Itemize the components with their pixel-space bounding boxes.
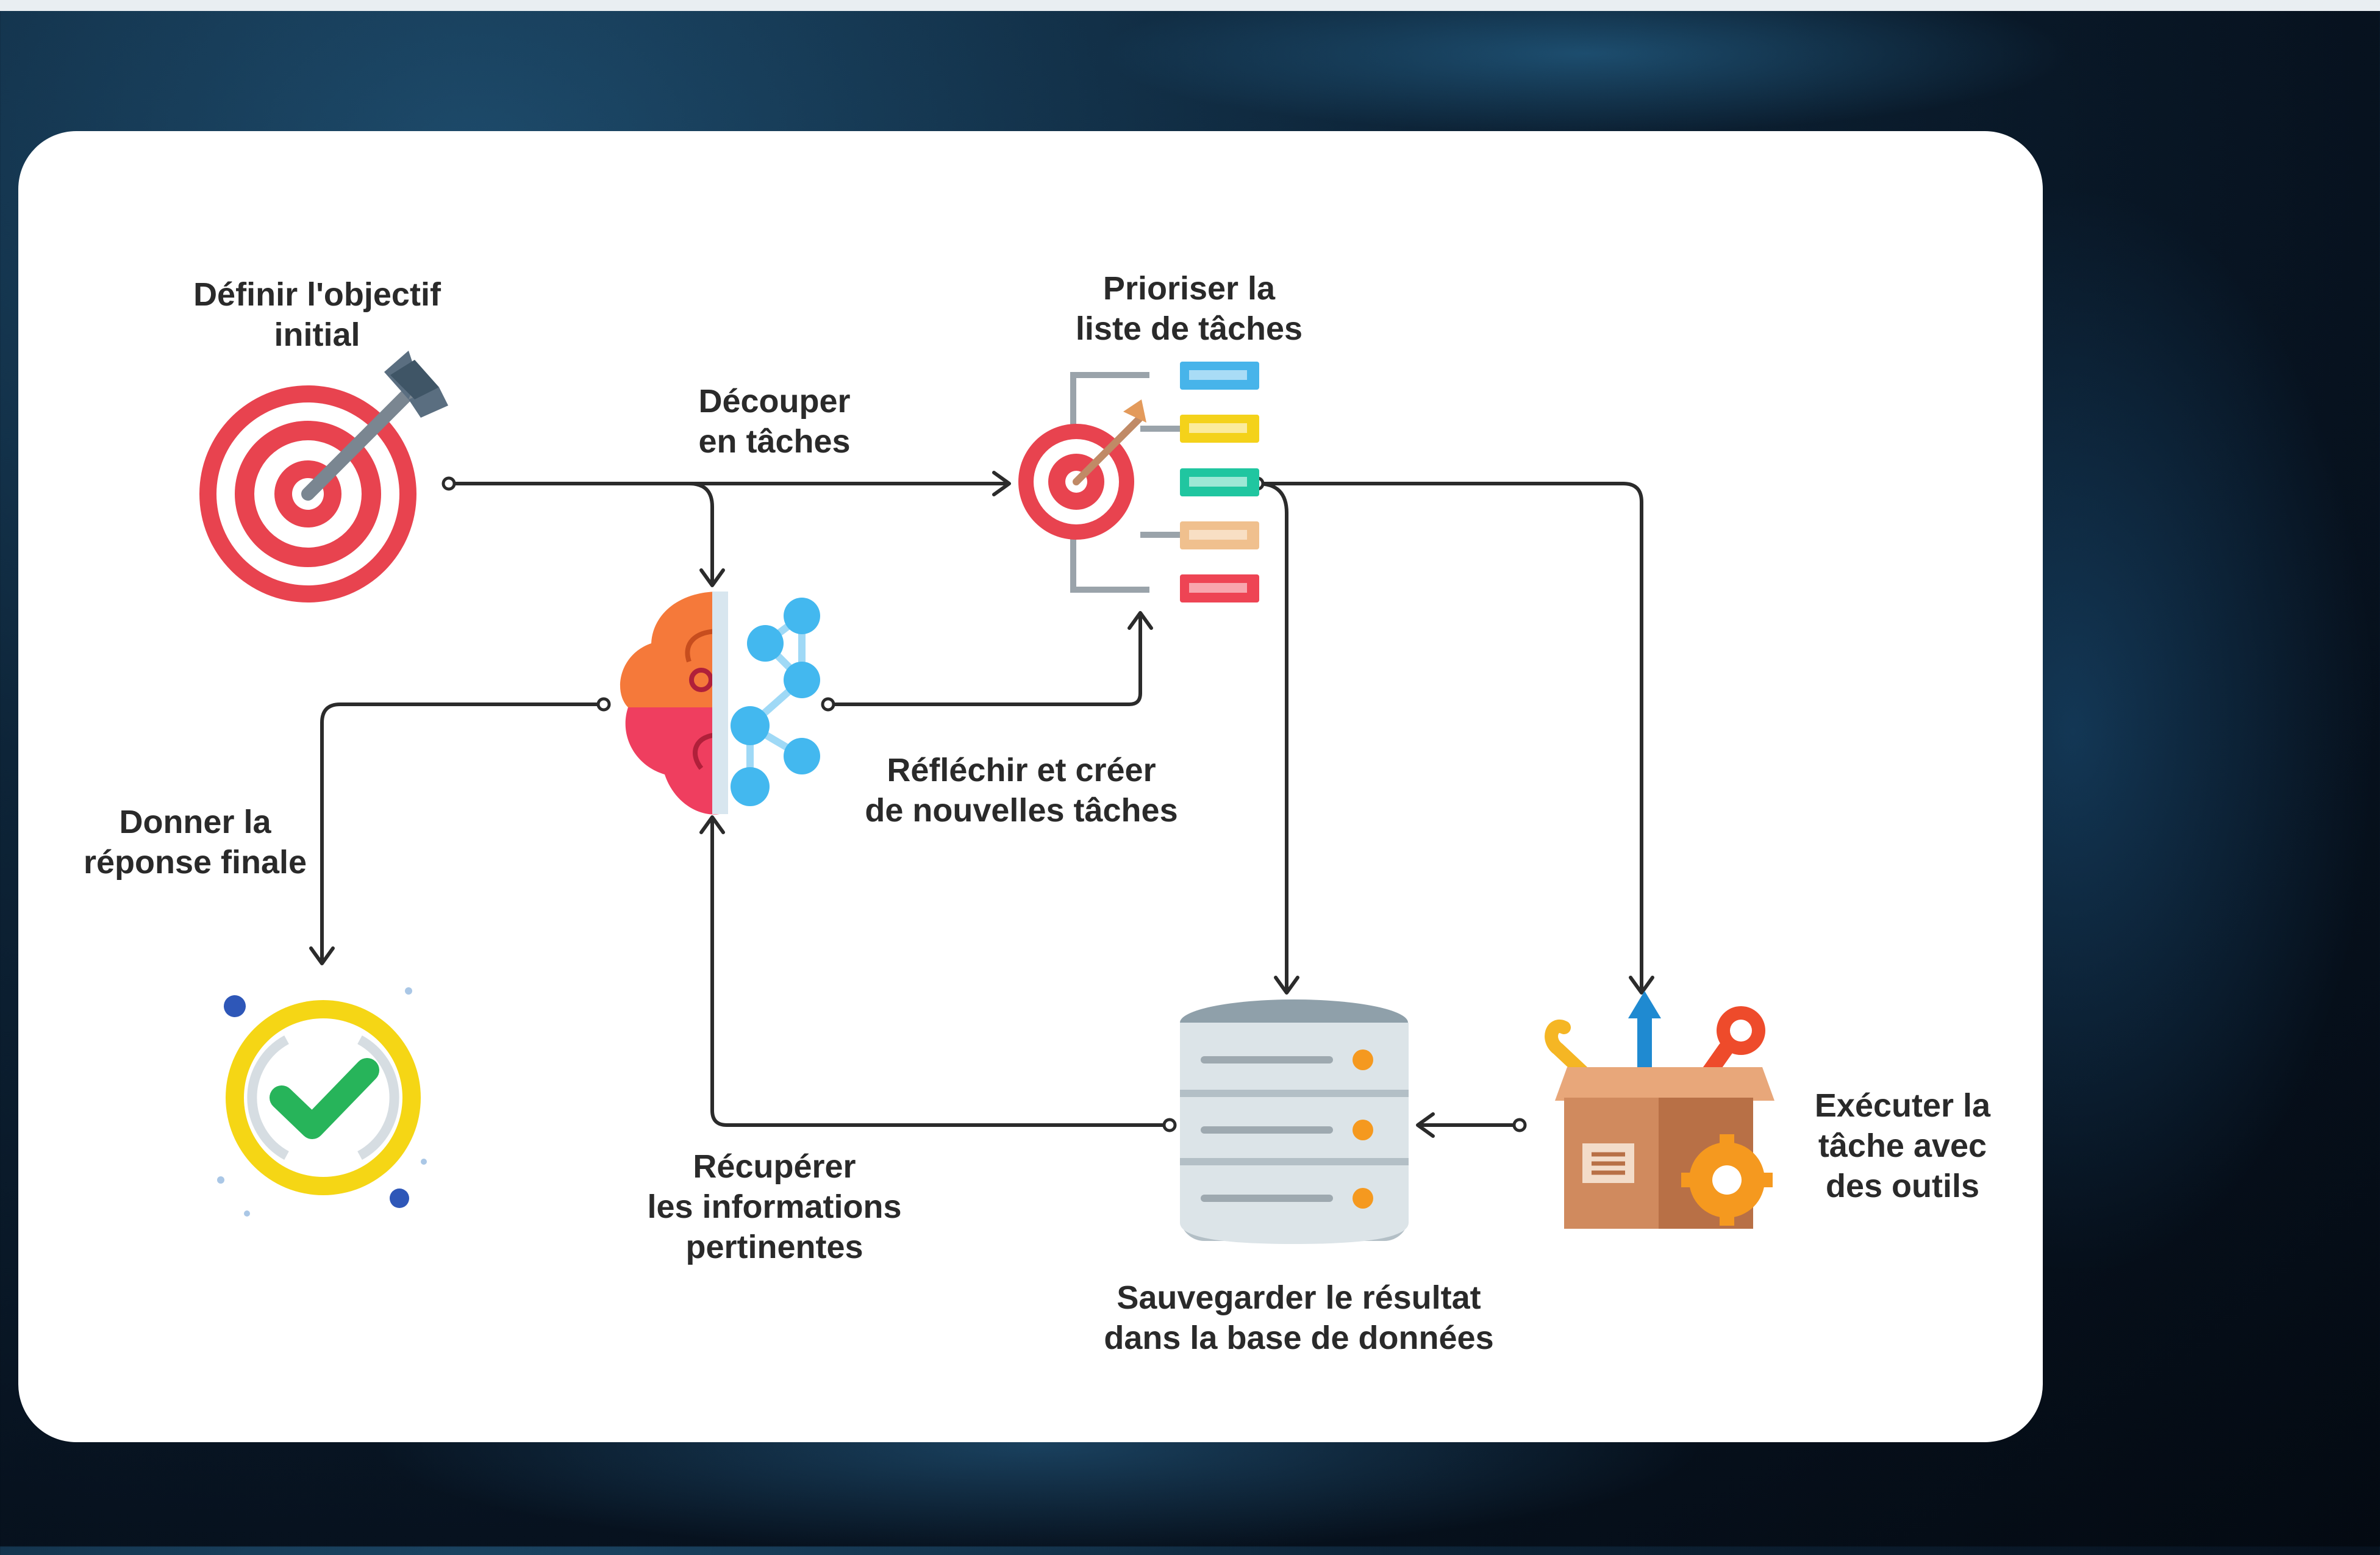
check-badge-icon [217, 987, 427, 1217]
label-think-create: Réfléchir et créer de nouvelles tâches [865, 752, 1178, 829]
brain-network-icon [620, 592, 820, 815]
prioritized-list-icon [1018, 362, 1259, 602]
label-execute-task: Exécuter la tâche avec des outils [1814, 1087, 1991, 1204]
arrowhead [1274, 976, 1299, 995]
arrowhead [992, 471, 1011, 496]
arrowhead [1629, 976, 1654, 995]
label-retrieve-info: Récupérer les informations pertinentes [647, 1148, 902, 1265]
background-glow [1098, 0, 2073, 134]
arrowhead [1416, 1112, 1435, 1138]
top-strip [0, 0, 2380, 11]
toolbox-icon [1545, 991, 1774, 1229]
connector-dot [596, 697, 611, 712]
connector-dot [821, 697, 835, 712]
label-save-result: Sauvegarder le résultat dans la base de … [1104, 1279, 1494, 1356]
diagram-card: Définir l'objectif initial Découper en t… [18, 131, 2043, 1442]
target-arrow-icon [199, 351, 448, 602]
connector-brain-to-list [826, 614, 1142, 706]
label-final-answer: Donner la réponse finale [83, 804, 307, 881]
label-split-tasks: Découper en tâches [698, 383, 851, 460]
arrowhead [309, 946, 335, 965]
connector-list-to-database [1256, 482, 1288, 992]
connector-database-to-brain [710, 818, 1171, 1127]
connector-brain-to-check [320, 702, 606, 962]
connector-dot [441, 476, 456, 491]
connector-list-to-toolbox [1256, 482, 1643, 992]
arrowhead [699, 568, 725, 587]
connector-dot [1162, 1118, 1177, 1132]
label-define-objective: Définir l'objectif initial [193, 276, 441, 353]
arrowhead [1127, 611, 1153, 630]
database-icon [1180, 999, 1409, 1244]
workflow-diagram [199, 351, 1774, 1244]
connector-target-to-brain [687, 482, 714, 584]
label-prioritize: Prioriser la liste de tâches [1075, 270, 1303, 347]
arrowhead [699, 815, 725, 834]
connector-dot [1512, 1118, 1527, 1132]
